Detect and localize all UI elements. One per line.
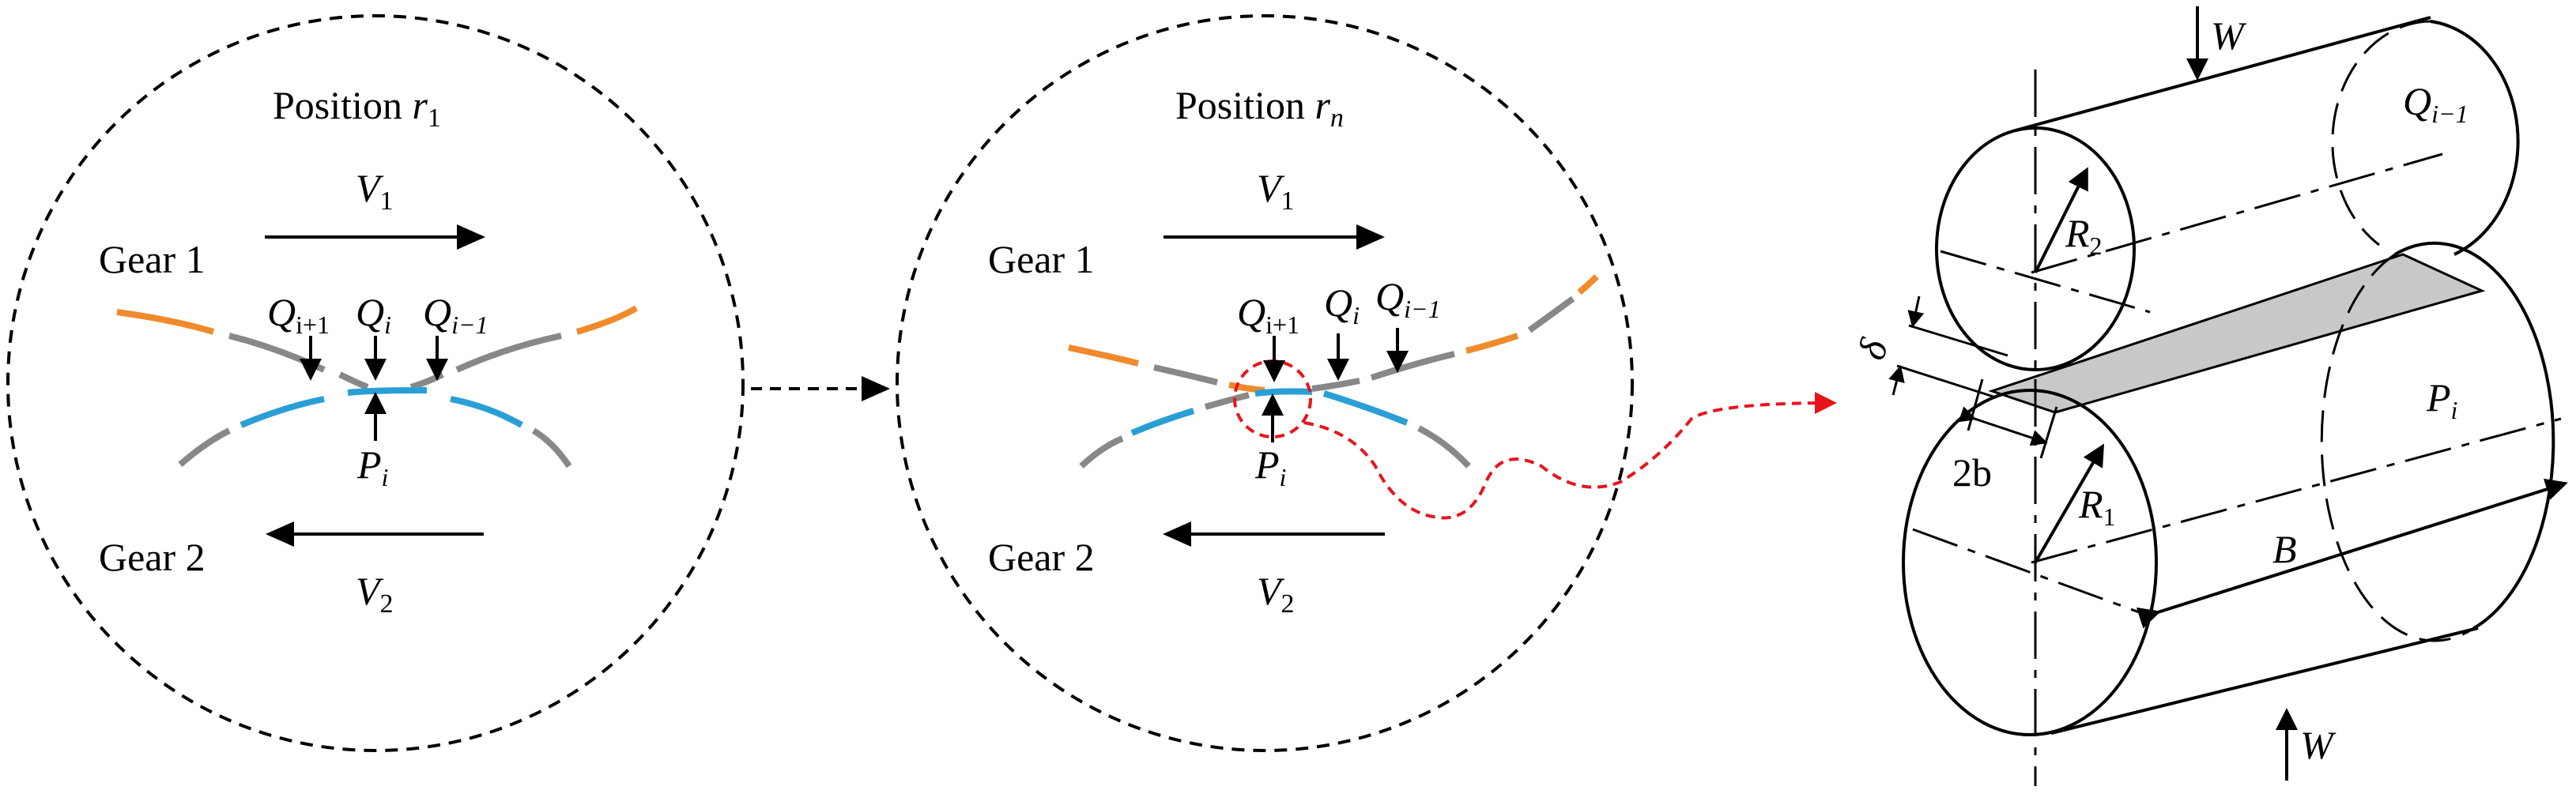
upper-cylinder-top-edge (2015, 16, 2431, 132)
lower-cylinder-bottom-edge (2050, 627, 2479, 735)
middle-gear2-profile (1079, 388, 1471, 468)
delta-arrow-top (1907, 295, 1925, 328)
cylinder-q-label: Qi−1 (2403, 79, 2469, 128)
zoom-connector-arrow (1303, 392, 1837, 520)
left-zoom-circle (6, 14, 745, 752)
left-q-plus-label: Qi+1 (267, 290, 330, 339)
middle-v1-label: V1 (1257, 166, 1295, 216)
middle-v2-label: V2 (1257, 569, 1295, 619)
left-q-labels: Qi+1 Qi Qi−1 (267, 290, 488, 339)
r1-radius-arrow (2034, 443, 2105, 564)
delta-ext-line-top (1908, 324, 2008, 357)
left-gear1-label: Gear 1 (99, 237, 206, 281)
contact-zone (1988, 253, 2486, 414)
delta-arrow-bottom (1888, 365, 1905, 396)
b-dimension-line (2136, 478, 2568, 629)
2b-ext-line-right (2039, 406, 2058, 459)
middle-p-label: Pi (1254, 442, 1286, 491)
2b-label: 2b (1952, 450, 1992, 495)
left-gear2-profile (178, 387, 572, 468)
middle-panel: Position rn V1 Gear 1 Qi+1 Qi Qi−1 (896, 14, 1634, 752)
left-q-minus-label: Qi−1 (423, 290, 488, 339)
r2-radius-arrow (2034, 167, 2088, 273)
upper-cylinder-back-face-hidden (2331, 20, 2431, 246)
left-panel: Position r1 V1 Gear 1 Qi+1 Qi Qi−1 (6, 14, 745, 752)
middle-zoom-circle (896, 14, 1634, 752)
delta-label: δ (1849, 333, 1897, 365)
lower-cylinder-front-face (1902, 389, 2158, 736)
2b-dimension-line (1958, 406, 2048, 446)
upper-cylinder-crossline (1940, 250, 2151, 314)
cylinder-p-label: Pi (2426, 375, 2457, 424)
r1-label: R1 (2078, 482, 2116, 531)
middle-gear2-label: Gear 2 (988, 535, 1095, 579)
middle-title: Position rn (1175, 83, 1344, 133)
upper-cylinder-axis (2031, 152, 2443, 274)
left-v2-label: V2 (356, 569, 394, 619)
upper-cylinder-back-face-visible (2430, 20, 2520, 256)
left-title: Position r1 (273, 83, 441, 133)
left-p-label: Pi (356, 442, 388, 491)
r2-label: R2 (2065, 211, 2103, 260)
left-v1-label: V1 (356, 166, 394, 216)
b-label: B (2272, 527, 2297, 571)
middle-gear1-label: Gear 1 (988, 237, 1095, 281)
middle-gear1-profile (1068, 274, 1599, 393)
lower-cylinder-crossline (1912, 528, 2151, 618)
top-load-label: W (2211, 13, 2247, 58)
middle-q-i-label: Qi (1324, 280, 1360, 329)
middle-q-minus-label: Qi−1 (1375, 274, 1441, 323)
left-gear2-label: Gear 2 (99, 535, 206, 579)
middle-q-plus-label: Qi+1 (1237, 290, 1299, 339)
left-q-i-label: Qi (356, 290, 391, 339)
cylinder-panel: W W Qi−1 R2 R1 δ 2b Pi B (1849, 6, 2568, 786)
bottom-load-label: W (2300, 723, 2337, 767)
